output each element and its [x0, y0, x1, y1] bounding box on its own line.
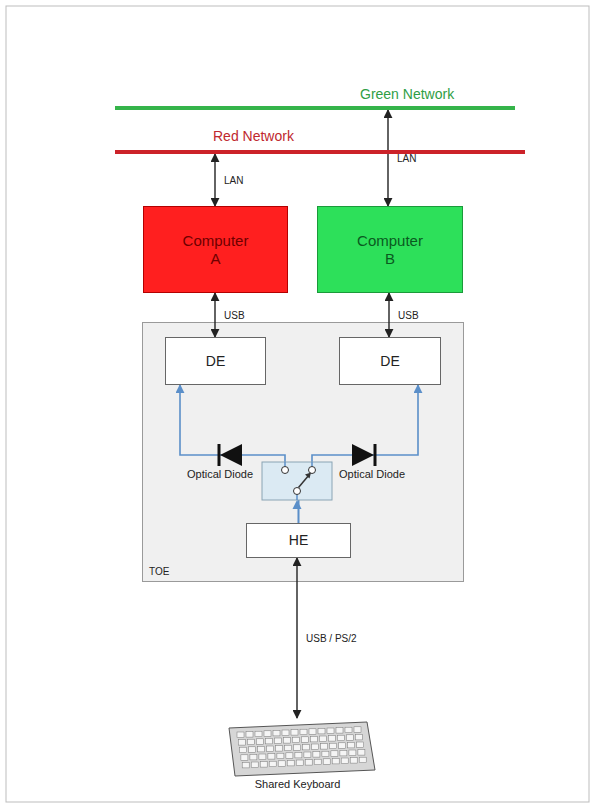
network-name: Red Network — [213, 128, 294, 144]
link-arrow — [214, 293, 215, 337]
keyboard-icon: Shared Keyboard — [215, 718, 380, 800]
computer-box: Computer B — [317, 206, 463, 293]
network-bus: Green Network — [115, 86, 515, 110]
device-emulator-box: DE — [165, 337, 266, 385]
toe-housing: DE DE HE TOE — [142, 322, 464, 582]
component-label: Optical Diode — [187, 468, 253, 480]
optical-diode-symbol — [219, 444, 242, 466]
page-frame — [6, 6, 589, 802]
link-arrow — [387, 110, 388, 206]
keyboard-drawing — [215, 718, 380, 778]
link-arrow — [388, 293, 389, 337]
network-name: Green Network — [360, 86, 454, 102]
connection-label: LAN — [224, 175, 243, 186]
box-label: Computer A — [183, 232, 249, 268]
connection-label: USB — [398, 310, 419, 321]
box-label: DE — [380, 353, 399, 370]
container-label: TOE — [149, 566, 169, 577]
keyboard-label: Shared Keyboard — [215, 778, 380, 791]
link-arrow — [296, 558, 297, 718]
connection-label: USB — [224, 310, 245, 321]
switch-symbol — [262, 462, 332, 509]
box-label: DE — [206, 353, 225, 370]
device-emulator-box: DE — [339, 337, 441, 385]
link-arrow — [214, 154, 215, 206]
component-label: Optical Diode — [339, 468, 405, 480]
computer-box: Computer A — [143, 206, 288, 293]
box-label: Computer B — [357, 232, 423, 268]
network-bus: Red Network — [115, 128, 525, 154]
host-emulator-box: HE — [246, 523, 351, 558]
signal-arrow — [180, 385, 299, 523]
signal-arrow — [299, 385, 419, 523]
connection-label: USB / PS/2 — [306, 633, 357, 644]
box-label: HE — [289, 532, 308, 549]
connection-label: LAN — [397, 153, 416, 164]
optical-diode-symbol — [352, 444, 375, 466]
